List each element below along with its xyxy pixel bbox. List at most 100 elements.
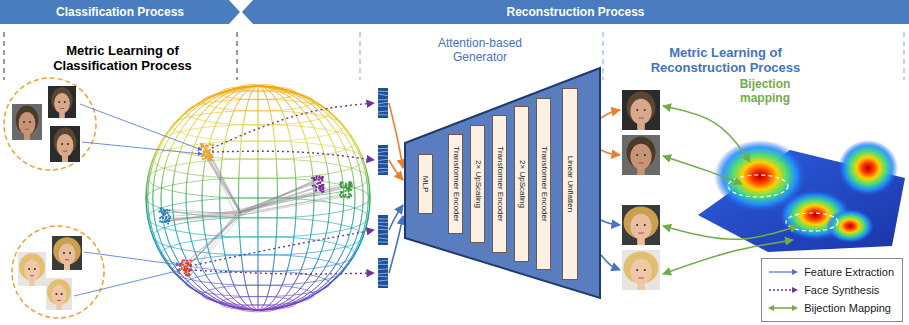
- embedding-point: [160, 208, 162, 210]
- mode-marker: [786, 213, 838, 231]
- eye: [636, 224, 638, 226]
- ray: [182, 212, 241, 266]
- embedding-point: [204, 149, 206, 151]
- generator-arrow: [389, 160, 403, 180]
- sphere-meridian: [161, 86, 355, 310]
- eye: [34, 268, 36, 270]
- ray: [236, 184, 341, 212]
- feature-vector: [378, 145, 388, 175]
- embedding-point: [167, 222, 169, 224]
- embedding-point: [348, 186, 350, 188]
- vector-stripe: [378, 91, 388, 92]
- eye: [29, 121, 31, 123]
- eye: [55, 293, 57, 295]
- sphere-parallel: [186, 271, 330, 297]
- ray: [185, 211, 240, 269]
- generator-arrow: [601, 150, 620, 155]
- synthesis-arrow: [190, 230, 374, 266]
- legend-label: Feature Extraction: [804, 266, 894, 278]
- embedding-point: [311, 177, 313, 179]
- legend-row: Face Synthesis: [768, 281, 894, 299]
- embedding-point: [188, 270, 190, 272]
- layer-label: Linear Unflatten: [566, 156, 574, 212]
- photo-background: [12, 104, 42, 140]
- embedding-point: [341, 181, 343, 183]
- sphere-parallel: [172, 111, 344, 142]
- sphere-meridian: [186, 86, 330, 310]
- face-skin: [57, 134, 74, 157]
- embedding-point: [208, 152, 210, 154]
- ray: [160, 210, 239, 222]
- embedding-point: [322, 186, 324, 188]
- embedding-point: [178, 272, 180, 274]
- embedding-point: [322, 184, 324, 186]
- embedding-point: [344, 186, 346, 188]
- vector-stripe: [378, 260, 388, 261]
- synthesis-arrow: [212, 103, 374, 148]
- sphere-meridian: [202, 86, 314, 310]
- embedding-point: [164, 219, 166, 221]
- photo-background: [622, 90, 660, 130]
- embedding-point: [166, 209, 168, 211]
- embedding-point: [206, 151, 208, 153]
- vector-stripe: [378, 99, 388, 100]
- embedding-point: [186, 275, 188, 277]
- photo-background: [622, 205, 660, 245]
- vector-stripe: [378, 285, 388, 287]
- sphere-parallel: [153, 217, 363, 255]
- layer-box: MLP: [418, 154, 433, 214]
- photo-background: [46, 278, 72, 310]
- embedding-point: [339, 184, 341, 186]
- embedding-point: [168, 218, 170, 220]
- ray: [204, 148, 236, 216]
- embedding-point: [348, 183, 350, 185]
- embedding-point: [167, 219, 169, 221]
- embedding-point: [211, 156, 213, 158]
- eye: [58, 101, 60, 103]
- feature-arrow: [80, 104, 202, 150]
- embedding-point: [181, 261, 183, 263]
- feature-vector: [378, 88, 388, 118]
- embedding-point: [162, 217, 164, 219]
- ray: [166, 216, 237, 219]
- vector-stripe: [378, 276, 388, 278]
- embedding-point: [350, 195, 352, 197]
- vector-stripe: [378, 218, 388, 219]
- embedding-point: [203, 158, 205, 160]
- mouth: [63, 151, 67, 152]
- eye: [67, 143, 69, 145]
- eye: [644, 224, 646, 226]
- hair: [19, 253, 45, 280]
- layer-box: Linear Unflatten: [562, 88, 578, 280]
- embedding-point: [346, 196, 348, 198]
- sphere-meridian: [202, 86, 314, 310]
- section-divider: [904, 32, 905, 80]
- generator-arrow: [601, 220, 620, 225]
- section-dividers: [4, 32, 904, 80]
- process-label: Classification Process: [56, 5, 184, 19]
- eye: [61, 143, 63, 145]
- section-divider: [603, 32, 604, 80]
- ray: [205, 150, 241, 216]
- cluster-rays: [159, 148, 351, 275]
- embedding-point: [202, 158, 204, 160]
- ray: [191, 215, 241, 274]
- embedding-point: [183, 269, 185, 271]
- feature-extraction-arrows: [74, 104, 202, 296]
- legend-row: Bijection Mapping: [768, 299, 894, 317]
- embedding-point: [159, 220, 161, 222]
- eye: [644, 154, 646, 156]
- embedding-point: [340, 182, 342, 184]
- embedding-point: [318, 177, 320, 179]
- sphere-parallel: [172, 255, 344, 286]
- embedding-point: [348, 193, 350, 195]
- eye: [644, 269, 646, 271]
- embedding-point: [311, 185, 313, 187]
- layer-label: 2× UpScaling: [474, 160, 482, 208]
- vector-stripe: [378, 273, 388, 275]
- sphere-parallel: [146, 178, 370, 218]
- embedding-point: [165, 217, 167, 219]
- section-divider: [237, 32, 238, 80]
- hair: [624, 252, 659, 284]
